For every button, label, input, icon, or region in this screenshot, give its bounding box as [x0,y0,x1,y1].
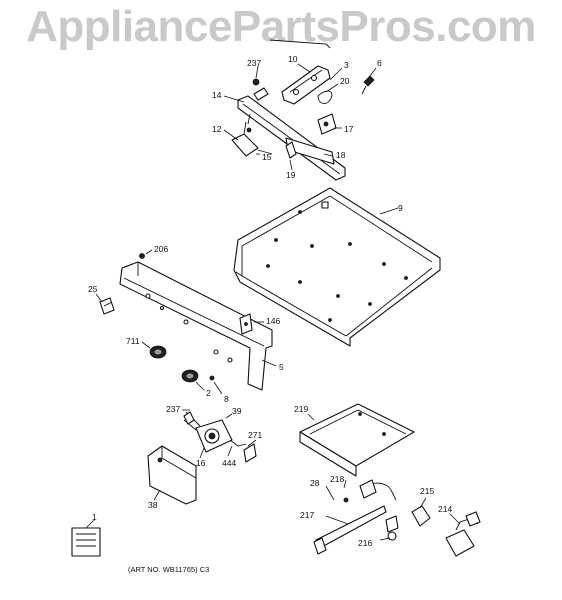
cover-38 [147,445,197,505]
grommet-2 [181,369,199,383]
clip-25 [99,297,115,315]
screw-206 [139,253,145,259]
callout-214: 214 [438,504,452,514]
callout-16: 16 [196,458,206,468]
literature-booklet [71,527,101,557]
watermark-logo: AppliancePartsPros.com [26,2,536,51]
callout-28: 28 [310,478,320,488]
bottom-plate [299,403,415,477]
callout-38: 38 [148,500,158,510]
callout-206: 206 [154,244,168,254]
art-number-caption: (ART NO. WB11765) C3 [128,565,210,574]
callout-8: 8 [224,394,229,404]
callout-1: 1 [92,512,97,522]
callout-12: 12 [212,124,222,134]
callout-17: 17 [344,124,354,134]
bracket-146 [239,313,253,335]
callout-15: 15 [262,152,272,162]
callout-237b: 237 [166,404,180,414]
callout-218: 218 [330,474,344,484]
callout-146: 146 [266,316,280,326]
callout-39: 39 [232,406,242,416]
burner-box [233,187,441,347]
safety-valve [183,411,257,463]
spark-module-214 [445,511,481,557]
callout-14: 14 [212,90,222,100]
callout-216: 216 [358,538,372,548]
callout-2: 2 [206,388,211,398]
callout-237a: 237 [247,58,261,68]
nut-216 [385,515,399,541]
callout-444: 444 [222,458,236,468]
wire-harness [313,479,397,555]
callout-19: 19 [286,170,296,180]
grommet-711 [149,345,167,359]
leader-lines [85,63,461,541]
callout-20: 20 [340,76,350,86]
switch-215 [411,505,431,527]
callout-217: 217 [300,510,314,520]
callout-6: 6 [377,58,382,68]
callout-5: 5 [279,362,284,372]
callout-271: 271 [248,430,262,440]
callout-9: 9 [398,203,403,213]
callout-labels: 237 10 3 6 20 14 17 12 15 18 19 9 206 25… [88,54,452,548]
callout-215: 215 [420,486,434,496]
screw-8 [209,375,215,381]
manifold-assembly [231,39,375,181]
callout-219: 219 [294,404,308,414]
callout-10: 10 [288,54,298,64]
callout-25: 25 [88,284,98,294]
callout-711: 711 [126,336,140,346]
front-panel [119,261,273,391]
callout-3: 3 [344,60,349,70]
callout-18: 18 [336,150,346,160]
